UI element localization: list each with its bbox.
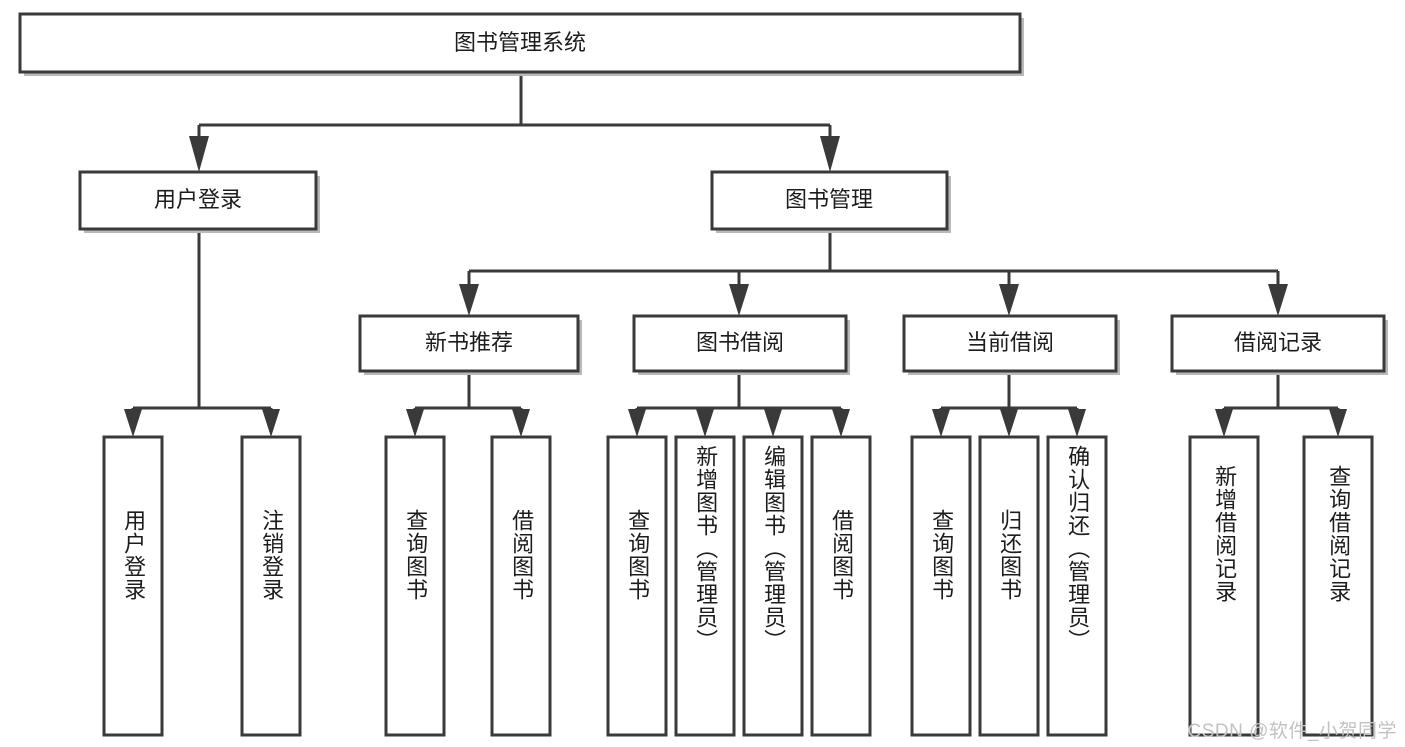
node-root[interactable]: 图书管理系统 <box>18 12 1024 76</box>
leaf-box-query-record[interactable] <box>1302 435 1374 737</box>
arrow-head-leaf-add-book <box>696 409 714 437</box>
arrow-head-leaf-edit-book <box>764 409 782 437</box>
arrow-head-leaf-borrow-book-2 <box>832 409 850 437</box>
leaf-box-add-record[interactable] <box>1188 435 1260 737</box>
arrow-head-leaf-query-record <box>1329 409 1347 437</box>
node-new-book-recommend-label: 新书推荐 <box>425 330 513 355</box>
node-book-manage[interactable]: 图书管理 <box>710 170 951 233</box>
node-borrow-record[interactable]: 借阅记录 <box>1170 314 1388 375</box>
arrow-head-book-borrow <box>729 284 749 316</box>
leaf-box-query-book-2[interactable] <box>606 435 668 737</box>
arrow-head-current-borrow <box>999 284 1019 316</box>
arrow-head-new-book-recommend <box>459 284 479 316</box>
node-current-borrow-box[interactable] <box>902 314 1118 373</box>
arrow-head-leaf-query-book-3 <box>932 409 950 437</box>
arrow-head-book-manage <box>820 136 840 172</box>
leaf-box-confirm-return[interactable] <box>1046 435 1108 737</box>
node-borrow-record-box[interactable] <box>1170 314 1386 373</box>
node-user-login-label: 用户登录 <box>154 187 242 212</box>
arrow-head-leaf-query-book-1 <box>406 409 424 437</box>
leaf-box-return-book[interactable] <box>978 435 1040 737</box>
node-root-box[interactable] <box>18 12 1022 74</box>
node-root-label: 图书管理系统 <box>454 30 586 55</box>
arrow-head-leaf-confirm-return <box>1068 409 1086 437</box>
leaf-box-borrow-book-2[interactable] <box>810 435 872 737</box>
csdn-watermark: CSDN @软件_小贺同学 <box>1187 721 1397 742</box>
node-current-borrow[interactable]: 当前借阅 <box>902 314 1120 375</box>
node-new-book-recommend-box[interactable] <box>358 314 580 373</box>
node-book-manage-label: 图书管理 <box>785 187 873 212</box>
leaf-box-query-book-1[interactable] <box>384 435 446 737</box>
leaf-box-query-book-3[interactable] <box>910 435 972 737</box>
arrow-head-leaf-add-record <box>1215 409 1233 437</box>
node-book-borrow-box[interactable] <box>632 314 848 373</box>
node-book-manage-box[interactable] <box>710 170 949 231</box>
arrow-head-user-login <box>189 136 209 172</box>
leaf-box-edit-book[interactable] <box>742 435 804 737</box>
node-user-login[interactable]: 用户登录 <box>78 170 320 233</box>
arrow-head-leaf-user-login <box>124 409 142 437</box>
node-new-book-recommend[interactable]: 新书推荐 <box>358 314 582 375</box>
leaf-boxes-layer <box>102 435 1374 737</box>
arrow-head-leaf-return-book <box>1000 409 1018 437</box>
node-book-borrow[interactable]: 图书借阅 <box>632 314 850 375</box>
arrow-head-borrow-record <box>1268 284 1288 316</box>
arrow-head-leaf-borrow-book-1 <box>512 409 530 437</box>
leaf-box-borrow-book-1[interactable] <box>490 435 552 737</box>
node-current-borrow-label: 当前借阅 <box>966 330 1054 355</box>
arrow-head-leaf-query-book-2 <box>628 409 646 437</box>
leaf-box-user-login[interactable] <box>102 435 164 737</box>
node-borrow-record-label: 借阅记录 <box>1234 330 1322 355</box>
node-book-borrow-label: 图书借阅 <box>696 330 784 355</box>
leaf-box-logout-login[interactable] <box>240 435 302 737</box>
arrow-head-leaf-logout-login <box>262 409 280 437</box>
leaf-box-add-book[interactable] <box>674 435 736 737</box>
node-user-login-box[interactable] <box>78 170 318 231</box>
connectors-layer <box>124 76 1347 437</box>
